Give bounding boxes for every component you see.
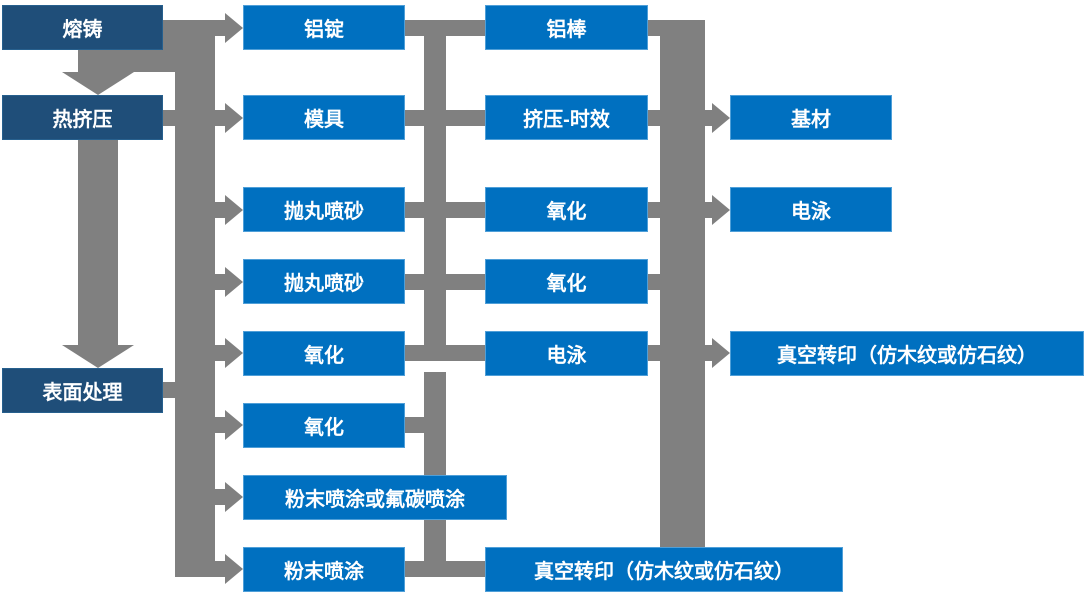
node-oxidation-4: 氧化: [485, 259, 648, 304]
right-arrowhead-powder-coating-icon: [225, 554, 243, 584]
stub-oxidation-3-right: [648, 202, 660, 218]
node-mold: 模具: [243, 95, 405, 140]
connector-to-vacuum-transfer-right: [705, 345, 712, 361]
connector-middle-bar-upper: [424, 20, 446, 361]
right-arrowhead-base-material-icon: [712, 103, 730, 133]
right-arrowhead-electrophoresis-2-icon: [712, 195, 730, 225]
right-arrowhead-oxidation-1-icon: [225, 338, 243, 368]
down-arrowhead-hot-extrusion-icon: [62, 72, 134, 95]
node-powder-or-fluorocarbon: 粉末喷涂或氟碳喷涂: [243, 475, 507, 520]
stub-oxidation-1-right: [405, 345, 424, 361]
right-arrowhead-shot-blasting-1-icon: [225, 195, 243, 225]
stub-electrophoresis-1-right: [648, 345, 660, 361]
stub-extrusion-aging-right: [648, 110, 660, 126]
stub-electrophoresis-1-left: [446, 345, 485, 361]
node-vacuum-transfer-bottom: 真空转印（仿木纹或仿石纹）: [485, 547, 843, 592]
connector-to-oxidation-2: [175, 417, 225, 433]
connector-surface-treatment-stub: [163, 382, 215, 398]
node-oxidation-1: 氧化: [243, 331, 405, 376]
node-shot-blasting-2: 抛丸喷砂: [243, 259, 405, 304]
stub-oxidation-4-left: [446, 274, 485, 290]
stub-shot-blasting-2-right: [405, 274, 424, 290]
stub-shot-blasting-1-right: [405, 202, 424, 218]
node-melting: 熔铸: [2, 5, 163, 50]
node-extrusion-aging: 挤压-时效: [485, 95, 648, 140]
connector-to-shot-blasting-2: [175, 274, 225, 290]
node-vacuum-transfer-right: 真空转印（仿木纹或仿石纹）: [730, 331, 1084, 376]
connector-hot-extrusion-to-surface: [78, 140, 118, 345]
stub-extrusion-aging-left: [446, 110, 485, 126]
stub-oxidation-4-right: [648, 274, 660, 290]
node-surface-treatment: 表面处理: [2, 368, 163, 413]
stub-oxidation-2-right: [405, 417, 424, 433]
right-arrowhead-ingot-icon: [225, 13, 243, 43]
node-aluminum-ingot: 铝锭: [243, 5, 405, 50]
stub-aluminum-rod-right: [648, 20, 660, 36]
connector-middle-bar-lower: [424, 372, 446, 577]
node-electrophoresis-1: 电泳: [485, 331, 648, 376]
stub-oxidation-3-left: [446, 202, 485, 218]
stub-aluminum-rod-left: [446, 20, 485, 36]
node-aluminum-rod: 铝棒: [485, 5, 648, 50]
connector-to-base-material: [705, 110, 712, 126]
node-hot-extrusion: 热挤压: [2, 95, 163, 140]
right-arrowhead-vacuum-transfer-right-icon: [712, 338, 730, 368]
connector-to-oxidation-1: [175, 345, 225, 361]
right-arrowhead-shot-blasting-2-icon: [225, 267, 243, 297]
stub-vacuum-transfer-bottom-left: [446, 561, 485, 577]
node-oxidation-2: 氧化: [243, 403, 405, 448]
stub-ingot-right: [405, 20, 424, 36]
stub-mold-right: [405, 110, 424, 126]
connector-to-shot-blasting-1: [175, 202, 225, 218]
node-oxidation-3: 氧化: [485, 187, 648, 232]
down-arrowhead-surface-treatment-icon: [62, 345, 134, 368]
connector-right-band: [660, 20, 705, 577]
node-shot-blasting-1: 抛丸喷砂: [243, 187, 405, 232]
right-arrowhead-powder-fluorocarbon-icon: [225, 482, 243, 512]
connector-to-powder-coating: [175, 561, 225, 577]
node-powder-coating: 粉末喷涂: [243, 547, 405, 592]
node-electrophoresis-2: 电泳: [730, 187, 892, 232]
node-base-material: 基材: [730, 95, 892, 140]
right-arrowhead-mold-icon: [225, 103, 243, 133]
connector-hot-extrusion-to-mold: [163, 110, 225, 126]
right-arrowhead-oxidation-2-icon: [225, 410, 243, 440]
connector-to-electrophoresis-2: [705, 202, 712, 218]
connector-to-powder-fluorocarbon: [175, 489, 225, 505]
connector-melting-to-ingot: [163, 20, 225, 36]
stub-powder-coating-right: [405, 561, 424, 577]
